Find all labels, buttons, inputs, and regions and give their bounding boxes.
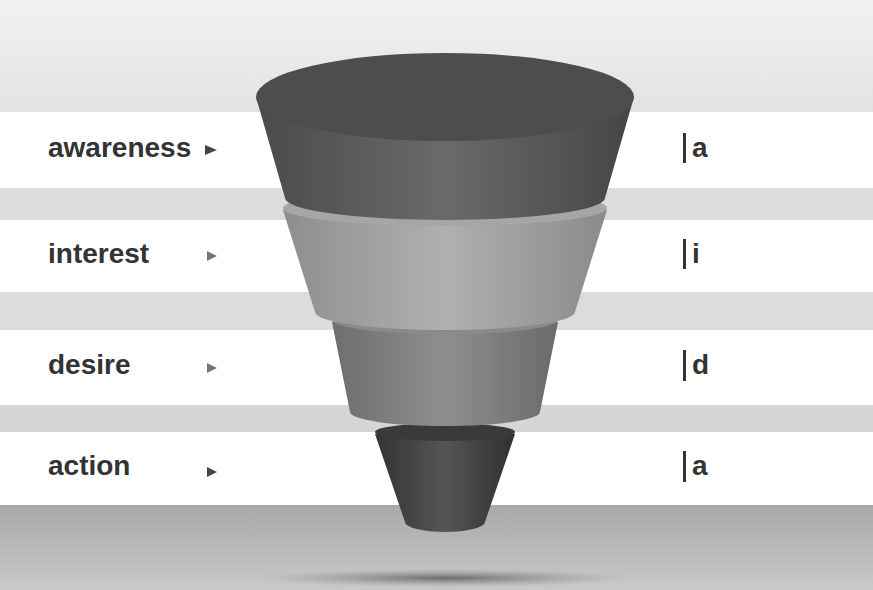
stage-initial: d xyxy=(683,350,709,381)
pointer-arrow xyxy=(207,363,217,373)
stage-label: interest xyxy=(48,239,149,270)
funnel-segment xyxy=(332,322,558,426)
funnel-shadow xyxy=(260,569,630,587)
stage-label: action xyxy=(48,451,130,482)
stage-label: awareness xyxy=(48,133,191,164)
funnel-segment xyxy=(283,210,607,330)
funnel-top xyxy=(256,53,634,141)
pointer-arrow xyxy=(205,145,217,155)
stage-initial: a xyxy=(683,133,708,164)
stage-label: desire xyxy=(48,350,131,381)
stage-initial: a xyxy=(683,451,708,482)
funnel-segment xyxy=(375,434,515,532)
stage-initial: i xyxy=(683,239,700,270)
pointer-arrow xyxy=(207,467,217,477)
pointer-arrow xyxy=(207,251,217,261)
